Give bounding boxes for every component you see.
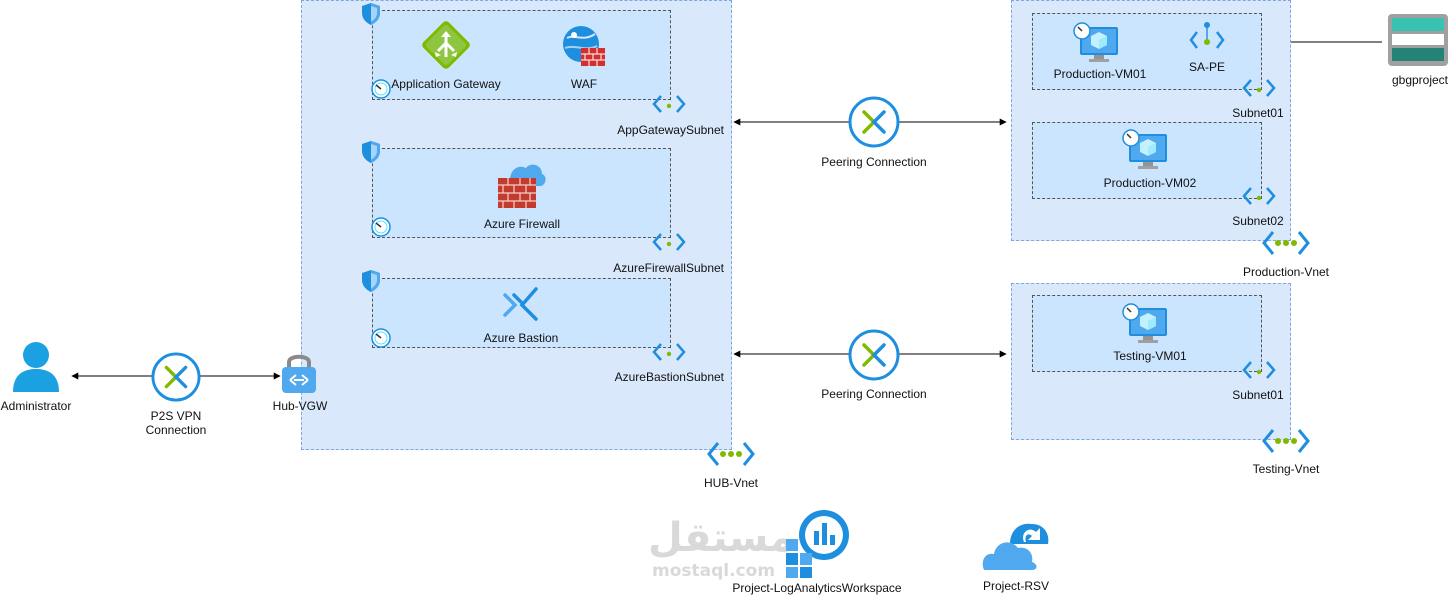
route-table-icon	[371, 217, 391, 237]
recovery-services-vault-icon	[982, 523, 1049, 570]
nsg-shield-icon	[362, 270, 380, 292]
rsv-label: Project-RSV	[982, 579, 1050, 593]
nsg-shield-icon	[362, 3, 380, 25]
waf-icon	[563, 26, 605, 66]
application-gateway-label: Application Gateway	[391, 77, 501, 91]
subnet-icon	[652, 95, 686, 113]
watermark-latin: mostaql.com	[652, 561, 776, 581]
subnet-icon	[652, 343, 686, 361]
vpn-connection-icon	[151, 352, 201, 402]
azure-bastion-icon	[503, 287, 538, 321]
azure-firewall-icon	[498, 164, 546, 208]
peering-connection-icon	[848, 329, 900, 381]
azure-bastion-label: Azure Bastion	[483, 331, 559, 345]
sa-pe-label: SA-PE	[1188, 60, 1226, 74]
p2s-vpn-label: P2S VPN Connection	[145, 409, 207, 437]
log-analytics-workspace-icon	[786, 510, 849, 578]
peering-connection-label: Peering Connection	[821, 155, 927, 169]
production-vm02-label: Production-VM02	[1103, 176, 1197, 190]
prod-subnet02-label: Subnet02	[1232, 214, 1284, 228]
subnet-icon	[652, 233, 686, 251]
vnet-icon	[707, 442, 755, 466]
bastion-subnet-box	[372, 278, 671, 348]
testing-vm01-label: Testing-VM01	[1113, 349, 1187, 363]
firewall-subnet-box	[372, 148, 671, 238]
azure-firewall-label: Azure Firewall	[483, 217, 561, 231]
private-endpoint-icon	[1189, 22, 1225, 49]
appgateway-subnet-label: AppGatewaySubnet	[617, 123, 724, 137]
production-vm01-label: Production-VM01	[1053, 67, 1147, 81]
appgateway-subnet-box	[372, 10, 671, 100]
route-table-icon	[371, 328, 391, 348]
hub-vgw-label: Hub-VGW	[272, 399, 328, 413]
storage-account-label: gbgproject	[1391, 73, 1449, 87]
subnet-icon	[1242, 79, 1276, 97]
testing-vnet-label: Testing-Vnet	[1252, 462, 1320, 476]
firewall-subnet-label: AzureFirewallSubnet	[613, 261, 724, 275]
vnet-icon	[1262, 231, 1310, 255]
subnet-icon	[1242, 187, 1276, 205]
prod-subnet01-box	[1032, 13, 1262, 90]
vnet-icon	[1262, 429, 1310, 453]
administrator-user-icon	[13, 342, 59, 392]
subnet-icon	[1242, 361, 1276, 379]
virtual-network-gateway-icon	[282, 354, 316, 393]
administrator-label: Administrator	[0, 399, 72, 413]
virtual-machine-icon	[1122, 303, 1167, 343]
storage-account-icon	[1388, 14, 1448, 66]
production-vnet-label: Production-Vnet	[1242, 265, 1330, 279]
bastion-subnet-label: AzureBastionSubnet	[614, 370, 724, 384]
route-table-icon	[371, 79, 391, 99]
log-analytics-label: Project-LogAnalyticsWorkspace	[732, 581, 902, 595]
peering-connection-label: Peering Connection	[821, 387, 927, 401]
prod-subnet01-label: Subnet01	[1232, 106, 1284, 120]
virtual-machine-icon	[1073, 22, 1118, 62]
watermark-arabic: مستقل	[648, 515, 795, 561]
test-subnet01-label: Subnet01	[1232, 388, 1284, 402]
virtual-machine-icon	[1122, 129, 1167, 169]
nsg-shield-icon	[362, 141, 380, 163]
peering-connection-icon	[848, 96, 900, 148]
hub-vnet-label: HUB-Vnet	[703, 476, 759, 490]
application-gateway-icon	[422, 21, 470, 69]
waf-label: WAF	[570, 77, 598, 91]
